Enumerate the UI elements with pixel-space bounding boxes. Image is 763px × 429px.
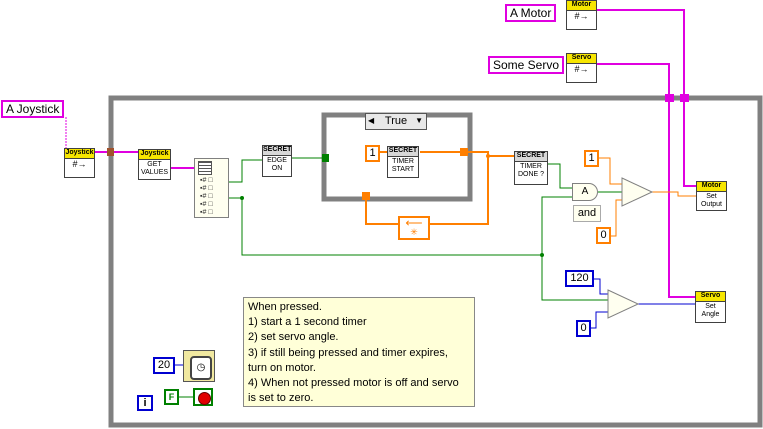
motor-set-body: Set Output <box>700 193 722 208</box>
and-label: and <box>573 205 601 222</box>
motor-set-header: Motor <box>697 182 726 192</box>
edge-on-body: EDGE ON <box>267 157 287 172</box>
timer-done-body: TIMER DONE ? <box>517 163 545 178</box>
joystick-ref-vi[interactable]: Joystick #→ <box>64 148 95 178</box>
wait-ms-constant[interactable]: 20 <box>153 357 175 374</box>
motor-ref-wire <box>597 9 685 96</box>
servo-set-body: Set Angle <box>701 303 720 318</box>
wait-ms-function[interactable]: ◷ <box>183 350 215 382</box>
servo-ref-label[interactable]: Some Servo <box>488 56 565 74</box>
unbundle-cluster-node[interactable]: ▪# □▪# □▪# □▪# □▪# □ <box>194 158 229 218</box>
edge-on-vi[interactable]: SECRET EDGE ON <box>262 145 292 177</box>
joystick-get-body: GET VALUES <box>140 161 169 176</box>
motor-true-constant[interactable]: 1 <box>584 150 599 167</box>
joystick-get-values-vi[interactable]: Joystick GET VALUES <box>138 149 171 180</box>
while-loop-border <box>108 95 763 428</box>
iteration-terminal: i <box>137 395 153 411</box>
wait-watch-icon: ◷ <box>190 356 212 380</box>
ref-glyph-icon: #→ <box>72 159 87 169</box>
joystick-ref-label[interactable]: A Joystick <box>1 100 65 118</box>
diagram-comment[interactable]: When pressed. 1) start a 1 second timer … <box>243 297 475 407</box>
motor-select-node <box>621 177 654 207</box>
servo-set-header: Servo <box>696 292 725 302</box>
motor-ref-vi[interactable]: Motor #→ <box>566 0 597 30</box>
stop-false-constant[interactable]: F <box>164 389 179 405</box>
case-selector-value: True <box>384 115 408 127</box>
ref-glyph-icon: #→ <box>574 11 589 21</box>
feedback-arrow-icon: ⟵ <box>405 216 423 230</box>
servo-ref-wire <box>597 63 670 96</box>
feedback-node[interactable]: ⟵ ✳ <box>398 216 430 240</box>
feedback-init-icon: ✳ <box>410 227 418 237</box>
joystick-get-header: Joystick <box>139 150 170 160</box>
timer-done-vi[interactable]: SECRET TIMER DONE ? <box>514 151 548 185</box>
servo-true-constant[interactable]: 120 <box>565 270 594 287</box>
stop-icon <box>198 392 211 405</box>
timer-start-vi[interactable]: SECRET TIMER START <box>387 146 419 178</box>
servo-ref-vi[interactable]: Servo #→ <box>566 53 597 83</box>
timer-start-header: SECRET <box>388 147 418 157</box>
motor-false-constant[interactable]: 0 <box>596 227 611 244</box>
cluster-grid-icon <box>198 161 212 175</box>
servo-false-constant[interactable]: 0 <box>576 320 591 337</box>
timer-done-header: SECRET <box>515 152 547 162</box>
and-node[interactable]: A <box>572 183 598 201</box>
servo-set-angle-vi[interactable]: Servo Set Angle <box>695 291 726 323</box>
edge-on-header: SECRET <box>263 146 291 156</box>
servo-ref-header: Servo <box>567 54 596 64</box>
servo-select-node <box>607 289 640 319</box>
motor-set-output-vi[interactable]: Motor Set Output <box>696 181 727 211</box>
motor-ref-label[interactable]: A Motor <box>505 4 557 22</box>
case-selector[interactable]: ◀ True ▼ <box>365 113 427 130</box>
timer-start-body: TIMER START <box>391 158 415 173</box>
timer-one-constant[interactable]: 1 <box>365 145 380 162</box>
cluster-fields: ▪# □▪# □▪# □▪# □▪# □ <box>200 177 213 216</box>
stop-wire <box>179 396 193 398</box>
case-next-arrow[interactable]: ▼ <box>415 116 423 125</box>
case-prev-arrow[interactable]: ◀ <box>368 116 375 125</box>
ref-glyph-icon: #→ <box>574 64 589 74</box>
stop-terminal[interactable] <box>193 388 213 406</box>
joystick-ref-header: Joystick <box>65 149 94 159</box>
motor-ref-header: Motor <box>567 1 596 11</box>
